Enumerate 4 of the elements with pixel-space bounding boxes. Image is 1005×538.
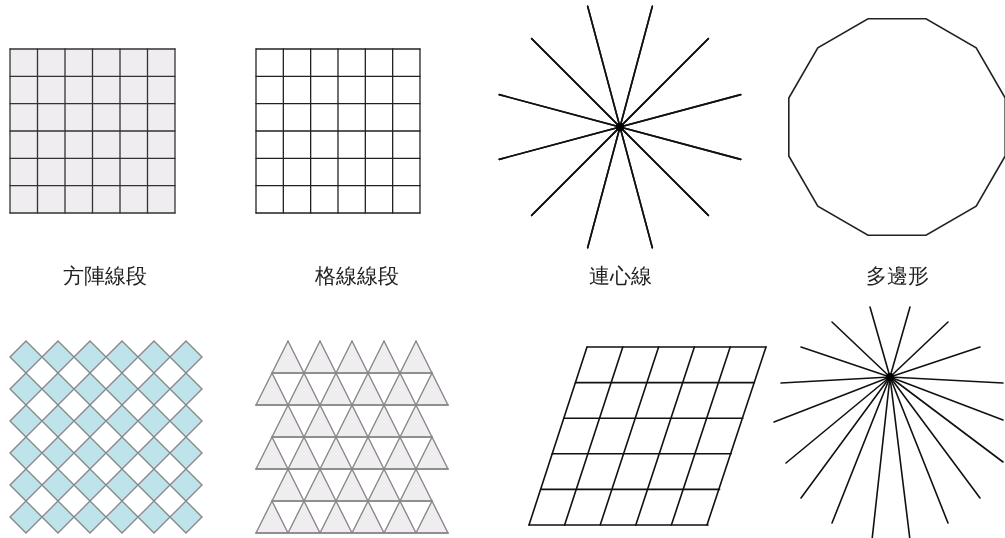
caption-label: 方陣線段 xyxy=(63,266,147,287)
caption-label: 連心線 xyxy=(588,266,652,287)
caption-label: 格線線段 xyxy=(315,266,399,287)
caption-label: 多邊形 xyxy=(865,266,929,287)
